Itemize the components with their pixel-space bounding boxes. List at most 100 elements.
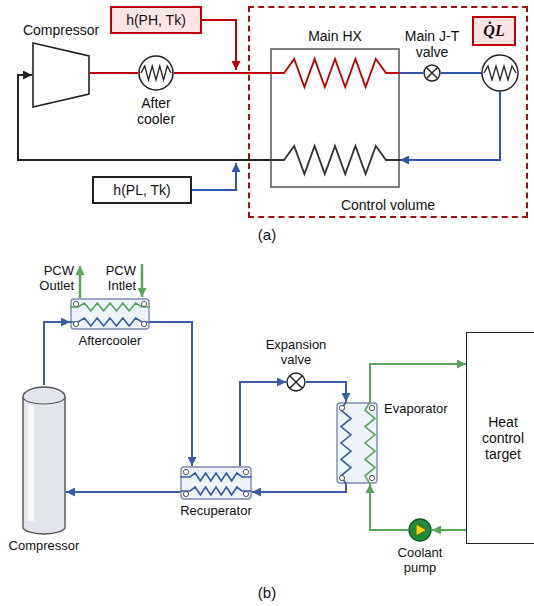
node-label: Control volume [250, 197, 526, 213]
port-symbol [339, 475, 344, 480]
flow-line [252, 484, 346, 492]
flow-line [150, 322, 192, 466]
flow-line [306, 382, 346, 402]
recuperator: Recuperator [180, 466, 252, 500]
coil-symbol [365, 402, 375, 484]
node-label: Evaporator [384, 402, 448, 417]
port-symbol [141, 321, 146, 326]
exchanger-outline [71, 299, 149, 329]
state-callout: h(PL, Tk) [92, 176, 192, 204]
leader-line [192, 163, 236, 190]
port-symbol [183, 491, 188, 496]
heat-load-callout: Q̇L [472, 16, 516, 46]
port-label: PCW Outlet [20, 264, 74, 294]
coolant-line [79, 266, 82, 298]
shape-figure [423, 64, 441, 82]
coil-symbol [141, 66, 171, 80]
node-label: Compressor [16, 22, 106, 38]
flow-line [400, 72, 423, 74]
compressor-symbol: Compressor [32, 42, 90, 108]
coil-symbol [70, 303, 150, 311]
coolant-pump: Coolant pump [408, 518, 432, 542]
port-symbol [73, 301, 78, 306]
load-heat-exchanger [482, 55, 518, 91]
coil-symbol [180, 473, 252, 481]
exchanger-outline [181, 467, 251, 499]
jt-valve: Main J-T valve [423, 64, 441, 82]
highlight [28, 405, 34, 521]
aftercooler: Aftercooler [70, 298, 150, 330]
coil-symbol [270, 146, 400, 174]
shape-figure [286, 372, 306, 392]
node-label: Compressor [6, 539, 82, 554]
flow-line [370, 364, 466, 402]
node-label: Coolant pump [392, 546, 448, 576]
port-symbol [141, 301, 146, 306]
flow-line [400, 91, 500, 160]
valve-cross [290, 376, 303, 389]
heat-control-target: Heat control target [466, 332, 534, 544]
port-symbol [183, 469, 188, 474]
compressor-outline [23, 397, 65, 404]
flow-line [90, 72, 138, 74]
port-symbol [369, 405, 374, 410]
port-symbol [339, 405, 344, 410]
node-label: h(PH, Tk) [122, 12, 190, 28]
shape-figure [138, 55, 174, 91]
aftercooler-symbol: After cooler [138, 55, 174, 91]
expansion-valve: Expansion valve [286, 372, 306, 392]
panel-tag: (a) [217, 226, 317, 243]
port-symbol [243, 491, 248, 496]
shape-figure [180, 466, 252, 500]
coil-symbol [341, 402, 351, 484]
evaporator: Evaporator [336, 402, 378, 484]
valve-cross [426, 67, 437, 78]
port-symbol [73, 321, 78, 326]
node-label: Main HX [295, 28, 375, 44]
shape-figure [336, 402, 378, 484]
coil-symbol [484, 66, 516, 80]
shape-figure [32, 42, 90, 108]
compressor-outline [23, 387, 65, 534]
shape-figure [408, 518, 432, 542]
pump-triangle [416, 524, 426, 536]
valve-outline [287, 373, 305, 391]
coil-symbol [270, 59, 400, 87]
leader-line [202, 20, 236, 70]
compressor-outline [33, 43, 89, 107]
panel-tag: (b) [217, 584, 317, 601]
shape-figure [270, 48, 400, 188]
control-volume: Control volumeMain HXMain J-T valveQ̇L [248, 6, 528, 218]
flow-line [174, 72, 270, 74]
node-label: Aftercooler [65, 334, 155, 349]
coil-symbol [70, 318, 150, 326]
node-label: Q̇L [479, 22, 508, 40]
flow-line [432, 529, 466, 531]
node-label: Main J-T valve [400, 28, 464, 60]
coolant-line [141, 264, 144, 297]
node-label: Heat control target [467, 414, 534, 462]
heat-exchanger: Main HX [270, 48, 400, 188]
coil-symbol [180, 487, 252, 495]
port-symbol [369, 475, 374, 480]
node-label: Expansion valve [260, 338, 332, 368]
port-symbol [243, 469, 248, 474]
valve-cross [426, 67, 437, 78]
flow-line [441, 72, 482, 74]
cooler-outline [139, 56, 173, 90]
flow-line [66, 491, 180, 493]
state-callout: h(PH, Tk) [110, 6, 202, 34]
flow-line [370, 484, 408, 530]
port-label: PCW Intlet [84, 264, 136, 294]
pump-outline [409, 519, 431, 541]
exchanger-outline [337, 403, 377, 483]
valve-cross [290, 376, 303, 389]
node-label: Recuperator [171, 504, 261, 519]
shape-figure [70, 298, 150, 330]
exchanger-outline [271, 49, 399, 187]
flow-line [240, 382, 286, 466]
node-label: After cooler [128, 95, 184, 127]
